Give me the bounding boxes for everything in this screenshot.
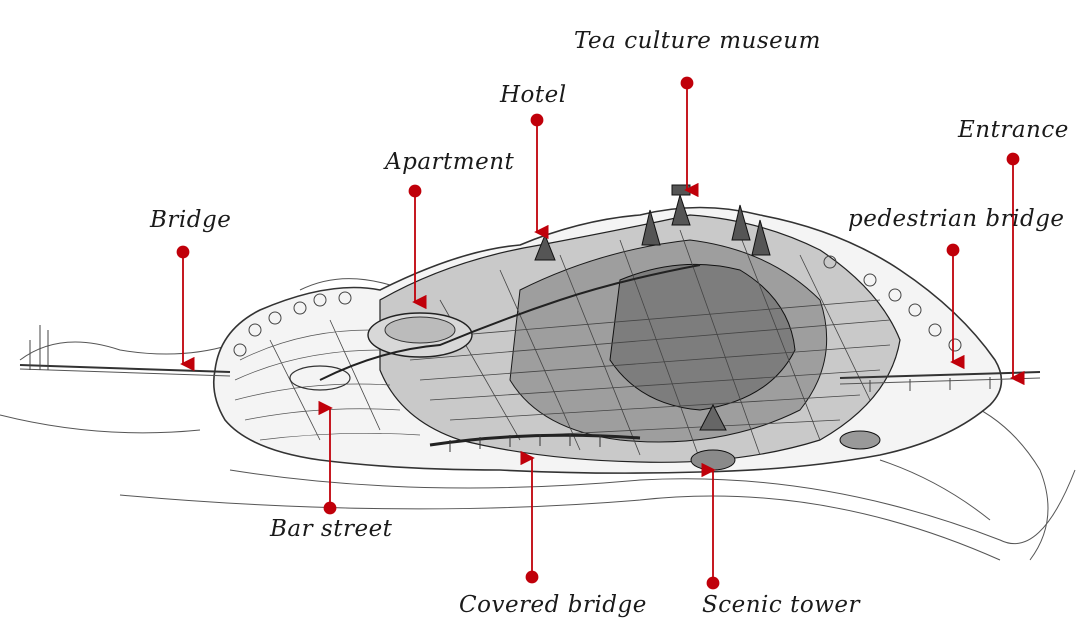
label-hotel: Hotel bbox=[500, 82, 567, 108]
callout-covered-bridge bbox=[520, 450, 539, 584]
callout-scenic-tower bbox=[701, 462, 720, 590]
callout-bar-street bbox=[318, 400, 337, 515]
callout-tea-culture-museum bbox=[680, 76, 699, 198]
label-bridge: Bridge bbox=[150, 207, 232, 233]
callout-bridge bbox=[176, 245, 195, 372]
label-apartment: Apartment bbox=[385, 149, 515, 175]
label-scenic-tower: Scenic tower bbox=[702, 592, 860, 618]
callout-apartment bbox=[408, 184, 427, 310]
label-entrance: Entrance bbox=[958, 117, 1069, 143]
label-bar-street: Bar street bbox=[270, 516, 393, 542]
callout-entrance bbox=[1006, 152, 1025, 386]
label-covered-bridge: Covered bridge bbox=[459, 592, 647, 618]
callout-pedestrian-bridge bbox=[946, 243, 965, 370]
label-pedestrian-bridge: pedestrian bridge bbox=[848, 206, 1065, 232]
callout-hotel bbox=[530, 113, 549, 240]
label-tea-culture-museum: Tea culture museum bbox=[574, 28, 821, 54]
